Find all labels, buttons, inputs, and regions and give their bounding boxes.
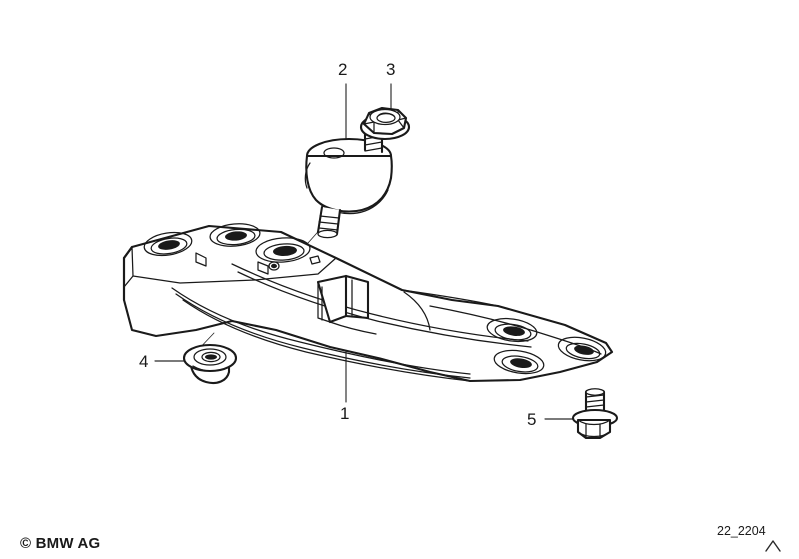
- crossmember-beam-edge-a: [171, 287, 471, 375]
- crossmember-left-flange: [131, 225, 337, 284]
- mount-top-recess: [323, 147, 345, 159]
- bolt-thread-1: [585, 394, 605, 398]
- crossmember-gusset-rib: [316, 274, 370, 324]
- bolt-thread-2: [585, 399, 605, 403]
- part-rubber-grommet: [182, 343, 238, 385]
- grommet-inner-step: [193, 348, 227, 366]
- bolt-head-bottom-curve: [577, 431, 611, 438]
- mounting-hole-left-inner: [209, 223, 261, 247]
- mount-lower-stud: [316, 205, 342, 239]
- crossmember-ridge-lower: [237, 271, 532, 348]
- crossmember-notch-left: [195, 252, 207, 267]
- mount-rubber-body: [305, 154, 393, 213]
- crossmember-left-inner-bevel: [123, 275, 134, 288]
- callout-label-4: 4: [139, 352, 149, 371]
- crossmember-right-flange-fillet: [403, 291, 431, 331]
- part-flange-bolt: [571, 388, 619, 440]
- mounting-hole-right-lower: [493, 349, 545, 375]
- grommet-bore: [201, 351, 221, 363]
- part-transmission-crossmember: [122, 223, 614, 383]
- nut-bore-highlight: [378, 112, 395, 117]
- bolt-thread-3: [585, 404, 605, 408]
- crossmember-notch-mid: [257, 261, 269, 275]
- mounting-hole-left-outer: [143, 231, 193, 257]
- crossmember-right-flange-top: [401, 289, 607, 344]
- bolt-shank-tip: [585, 388, 605, 396]
- callout-label-2: 2: [338, 60, 348, 79]
- crossmember-boss-square: [309, 255, 321, 265]
- crossmember-left-bevel: [122, 245, 134, 260]
- mounting-hole-center-mount: [255, 237, 311, 263]
- bolt-head-top-curve: [577, 419, 611, 426]
- crossmember-beam-edge-c: [182, 299, 471, 382]
- grommet-bore-fill: [205, 354, 217, 360]
- mounting-hole-right-upper: [486, 317, 538, 343]
- registration-caret-icon: [765, 540, 781, 552]
- diagram-number: 22_2204: [717, 524, 766, 538]
- callout-label-3: 3: [386, 60, 396, 79]
- part-hex-flange-nut: [359, 106, 411, 141]
- crossmember-ridge-upper: [231, 263, 529, 342]
- callout-label-5: 5: [527, 410, 537, 429]
- mount-side-relief: [304, 162, 311, 189]
- callout-label-1: 1: [340, 404, 350, 423]
- crossmember-beam-edge-b: [175, 293, 471, 379]
- mounting-hole-right-outer: [557, 336, 607, 362]
- gusset-base-line: [329, 321, 377, 335]
- copyright-notice: © BMW AG: [20, 535, 101, 552]
- nut-facet-right-edge: [397, 119, 405, 129]
- locating-pin-hole: [268, 261, 280, 271]
- grommet-skirt-line: [192, 365, 229, 372]
